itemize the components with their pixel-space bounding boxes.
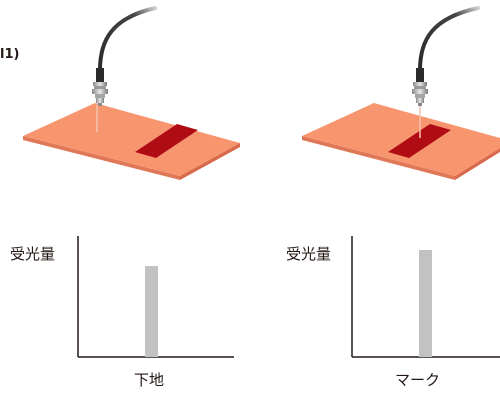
right-sensor-head: [412, 68, 428, 106]
left-sensor-head: [92, 68, 108, 106]
left-caption: 下地: [134, 371, 165, 389]
left-y-axis-label: 受光量: [10, 245, 56, 263]
right-sensor-scene: [302, 6, 500, 180]
right-plate-edge: [302, 136, 455, 180]
left-plate-edge-right: [180, 143, 240, 180]
right-plate-edge-right: [455, 148, 500, 180]
left-plate-edge: [23, 136, 180, 180]
left-received-light-bar: [145, 266, 158, 357]
right-mark: [388, 124, 451, 158]
left-sensor-scene: [23, 6, 240, 180]
right-y-axis-label: 受光量: [286, 245, 332, 263]
right-plate: [302, 103, 500, 176]
note-fragment: l1): [0, 47, 20, 62]
left-mark: [135, 124, 198, 158]
right-graph: [351, 236, 500, 358]
left-plate: [23, 103, 240, 176]
left-graph: [77, 236, 234, 358]
right-caption: マーク: [395, 371, 441, 389]
right-received-light-bar: [419, 250, 432, 357]
left-cable: [98, 6, 157, 72]
right-cable: [418, 6, 480, 72]
